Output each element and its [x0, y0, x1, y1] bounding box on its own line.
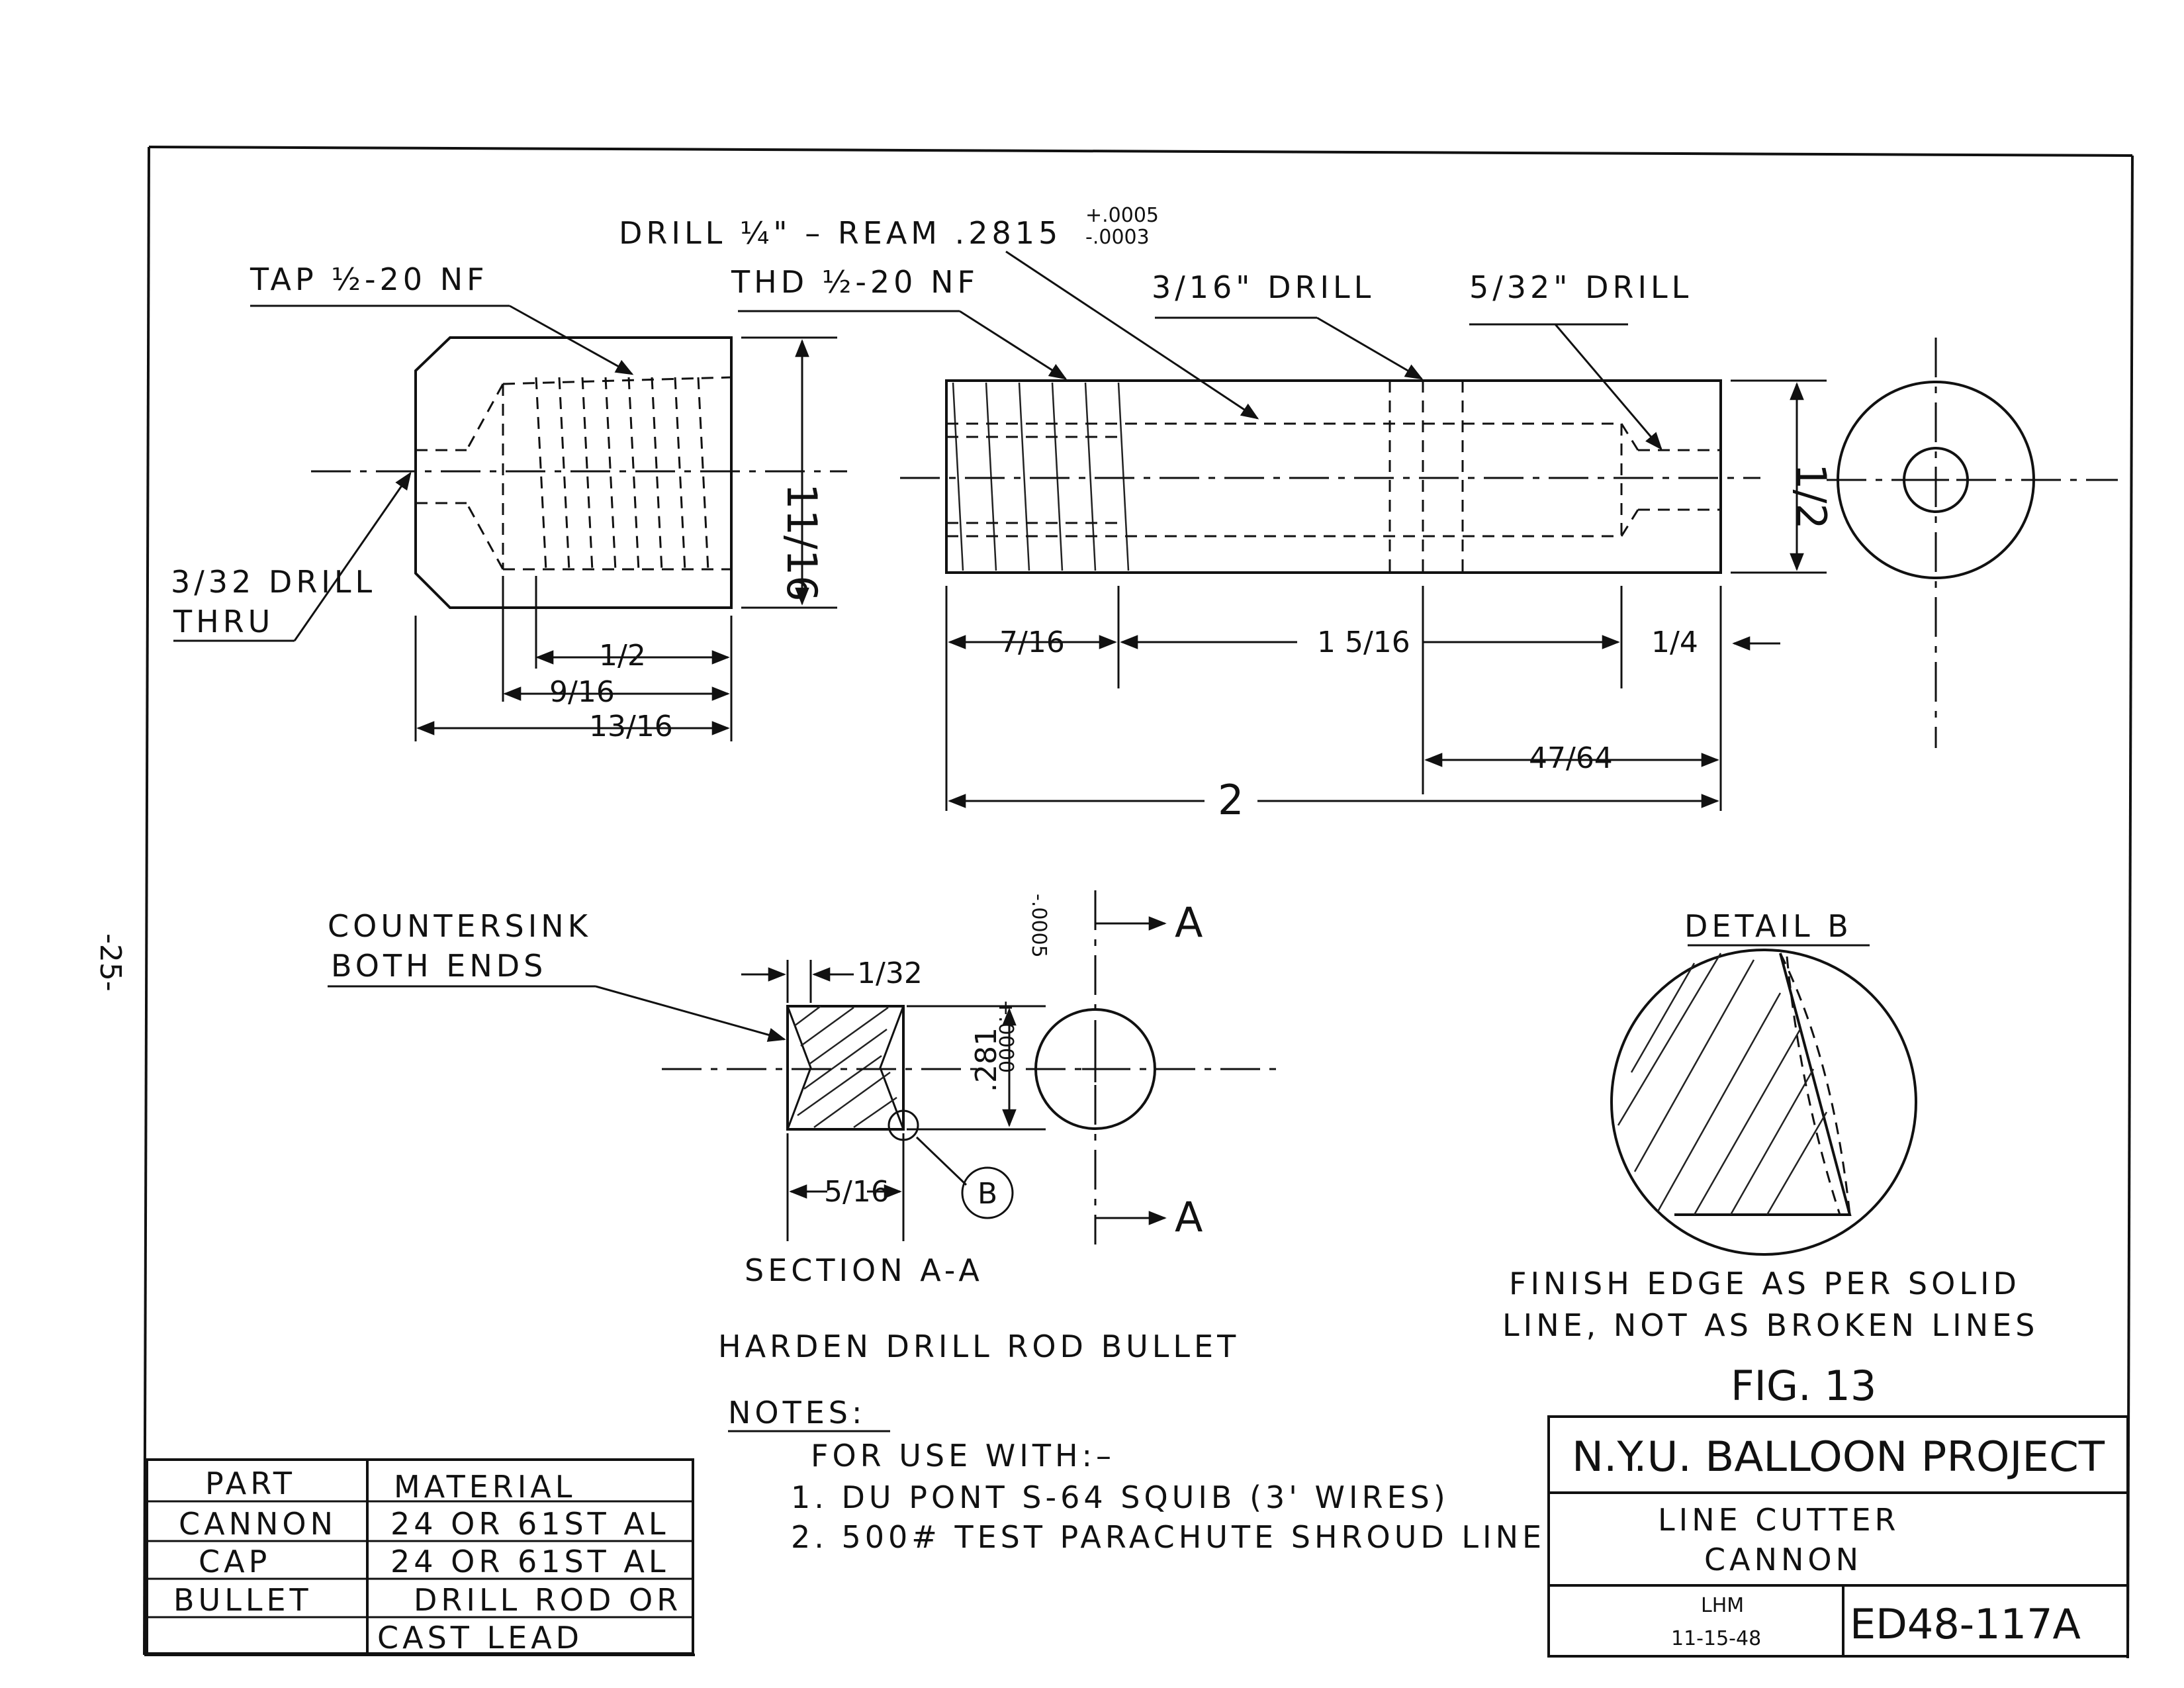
drill-thru-callout-2: THRU	[173, 604, 274, 639]
countersink-callout-2: BOTH ENDS	[331, 948, 547, 984]
dim-13-16: 13/16	[589, 710, 673, 743]
bullet-section	[662, 1005, 979, 1141]
section-arrow-a-top: A	[1175, 898, 1203, 947]
countersink-callout: COUNTERSINK	[328, 908, 592, 944]
dim-1-32: 1/32	[857, 957, 923, 990]
drill-532-callout: 5/32" DRILL	[1469, 269, 1692, 305]
table-header-part: PART	[205, 1466, 296, 1501]
thd-callout: THD ½-20 NF	[731, 264, 979, 300]
bullet-label: HARDEN DRILL ROD BULLET	[718, 1329, 1240, 1364]
bullet-dims: 1/32 .281 +.0000 -.0005 5/16	[741, 894, 1050, 1241]
dim-tol-minus: -.0005	[1027, 894, 1050, 958]
title-dwg-no: ED48-117A	[1850, 1600, 2081, 1648]
table-cell-r2c1: DRILL ROD OR	[414, 1582, 682, 1618]
dim-7-16: 7/16	[999, 626, 1065, 659]
title-block	[1547, 1415, 2129, 1658]
section-end-view	[1026, 890, 1284, 1244]
cap-view	[311, 336, 847, 609]
section-arrow-a-bottom: A	[1175, 1193, 1203, 1241]
detail-note-2: LINE, NOT AS BROKEN LINES	[1502, 1307, 2038, 1343]
dim-1-4: 1/4	[1651, 626, 1698, 659]
title-drawn-by: LHM	[1701, 1594, 1744, 1617]
drill-thru-callout: 3/32 DRILL	[171, 564, 376, 600]
detail-b-title: DETAIL B	[1684, 908, 1852, 944]
notes-line-1: 1. DU PONT S-64 SQUIB (3' WIRES)	[791, 1479, 1449, 1515]
dim-5-16: 5/16	[824, 1175, 889, 1209]
detail-b-marker-label: B	[978, 1177, 997, 1211]
table-header-material: MATERIAL	[394, 1469, 576, 1505]
dim-1-5-16: 1 5/16	[1317, 626, 1410, 659]
title-part-line-2: CANNON	[1704, 1542, 1862, 1577]
dim-1-2-cannon: 1/2	[1731, 379, 1835, 574]
dim-tol-plus: +.0000	[994, 1000, 1017, 1073]
cannon-dims: 7/16 1 5/16 1/4 47/64 2	[945, 586, 1780, 824]
table-cell-r0c0: CANNON	[179, 1506, 337, 1542]
detail-b-marker	[961, 1166, 1014, 1219]
drill-ream-callout: DRILL ¼" – REAM .2815	[619, 215, 1062, 251]
table-cell-r1c0: CAP	[199, 1544, 271, 1579]
dim-9-16: 9/16	[549, 675, 615, 709]
table-cell-r3c1: CAST LEAD	[377, 1620, 583, 1656]
page-number: -25-	[93, 933, 127, 992]
table-cell-r1c1: 24 OR 61ST AL	[390, 1544, 670, 1579]
table-cell-r0c1: 24 OR 61ST AL	[390, 1506, 670, 1542]
dim-281: .281	[970, 1027, 1003, 1092]
notes-heading: NOTES:	[728, 1395, 866, 1430]
dim-2: 2	[1218, 776, 1244, 824]
notes-line-0: FOR USE WITH:–	[811, 1438, 1115, 1474]
notes-line-2: 2. 500# TEST PARACHUTE SHROUD LINE	[791, 1519, 1545, 1555]
materials-table	[146, 1458, 694, 1655]
ream-tol-minus: -.0003	[1085, 226, 1150, 249]
drawing-border	[143, 146, 2134, 1659]
cannon-end-view	[1827, 338, 2118, 748]
title-project: N.Y.U. BALLOON PROJECT	[1572, 1432, 2105, 1481]
title-date: 11-15-48	[1671, 1627, 1761, 1650]
drill-316-callout: 3/16" DRILL	[1152, 269, 1375, 305]
detail-note-1: FINISH EDGE AS PER SOLID	[1509, 1266, 2021, 1301]
table-cell-r2c0: BULLET	[173, 1582, 312, 1618]
detail-b-view	[1610, 949, 1917, 1256]
dim-1-2-cap: 1/2	[599, 639, 646, 673]
title-part-line-1: LINE CUTTER	[1658, 1502, 1900, 1538]
figure-label: FIG. 13	[1731, 1362, 1876, 1410]
ream-tol-plus: +.0005	[1085, 204, 1159, 227]
dim-47-64: 47/64	[1529, 741, 1613, 775]
section-label: SECTION A-A	[745, 1252, 983, 1288]
dim-1-2-cannon-label: 1/2	[1787, 463, 1835, 530]
cannon-view	[900, 379, 1760, 574]
dim-11-16: 11/16	[741, 336, 837, 609]
tap-callout: TAP ½-20 NF	[250, 261, 488, 297]
cap-dims: 1/2 9/16 13/16	[414, 576, 733, 743]
dim-11-16-label: 11/16	[778, 483, 826, 602]
